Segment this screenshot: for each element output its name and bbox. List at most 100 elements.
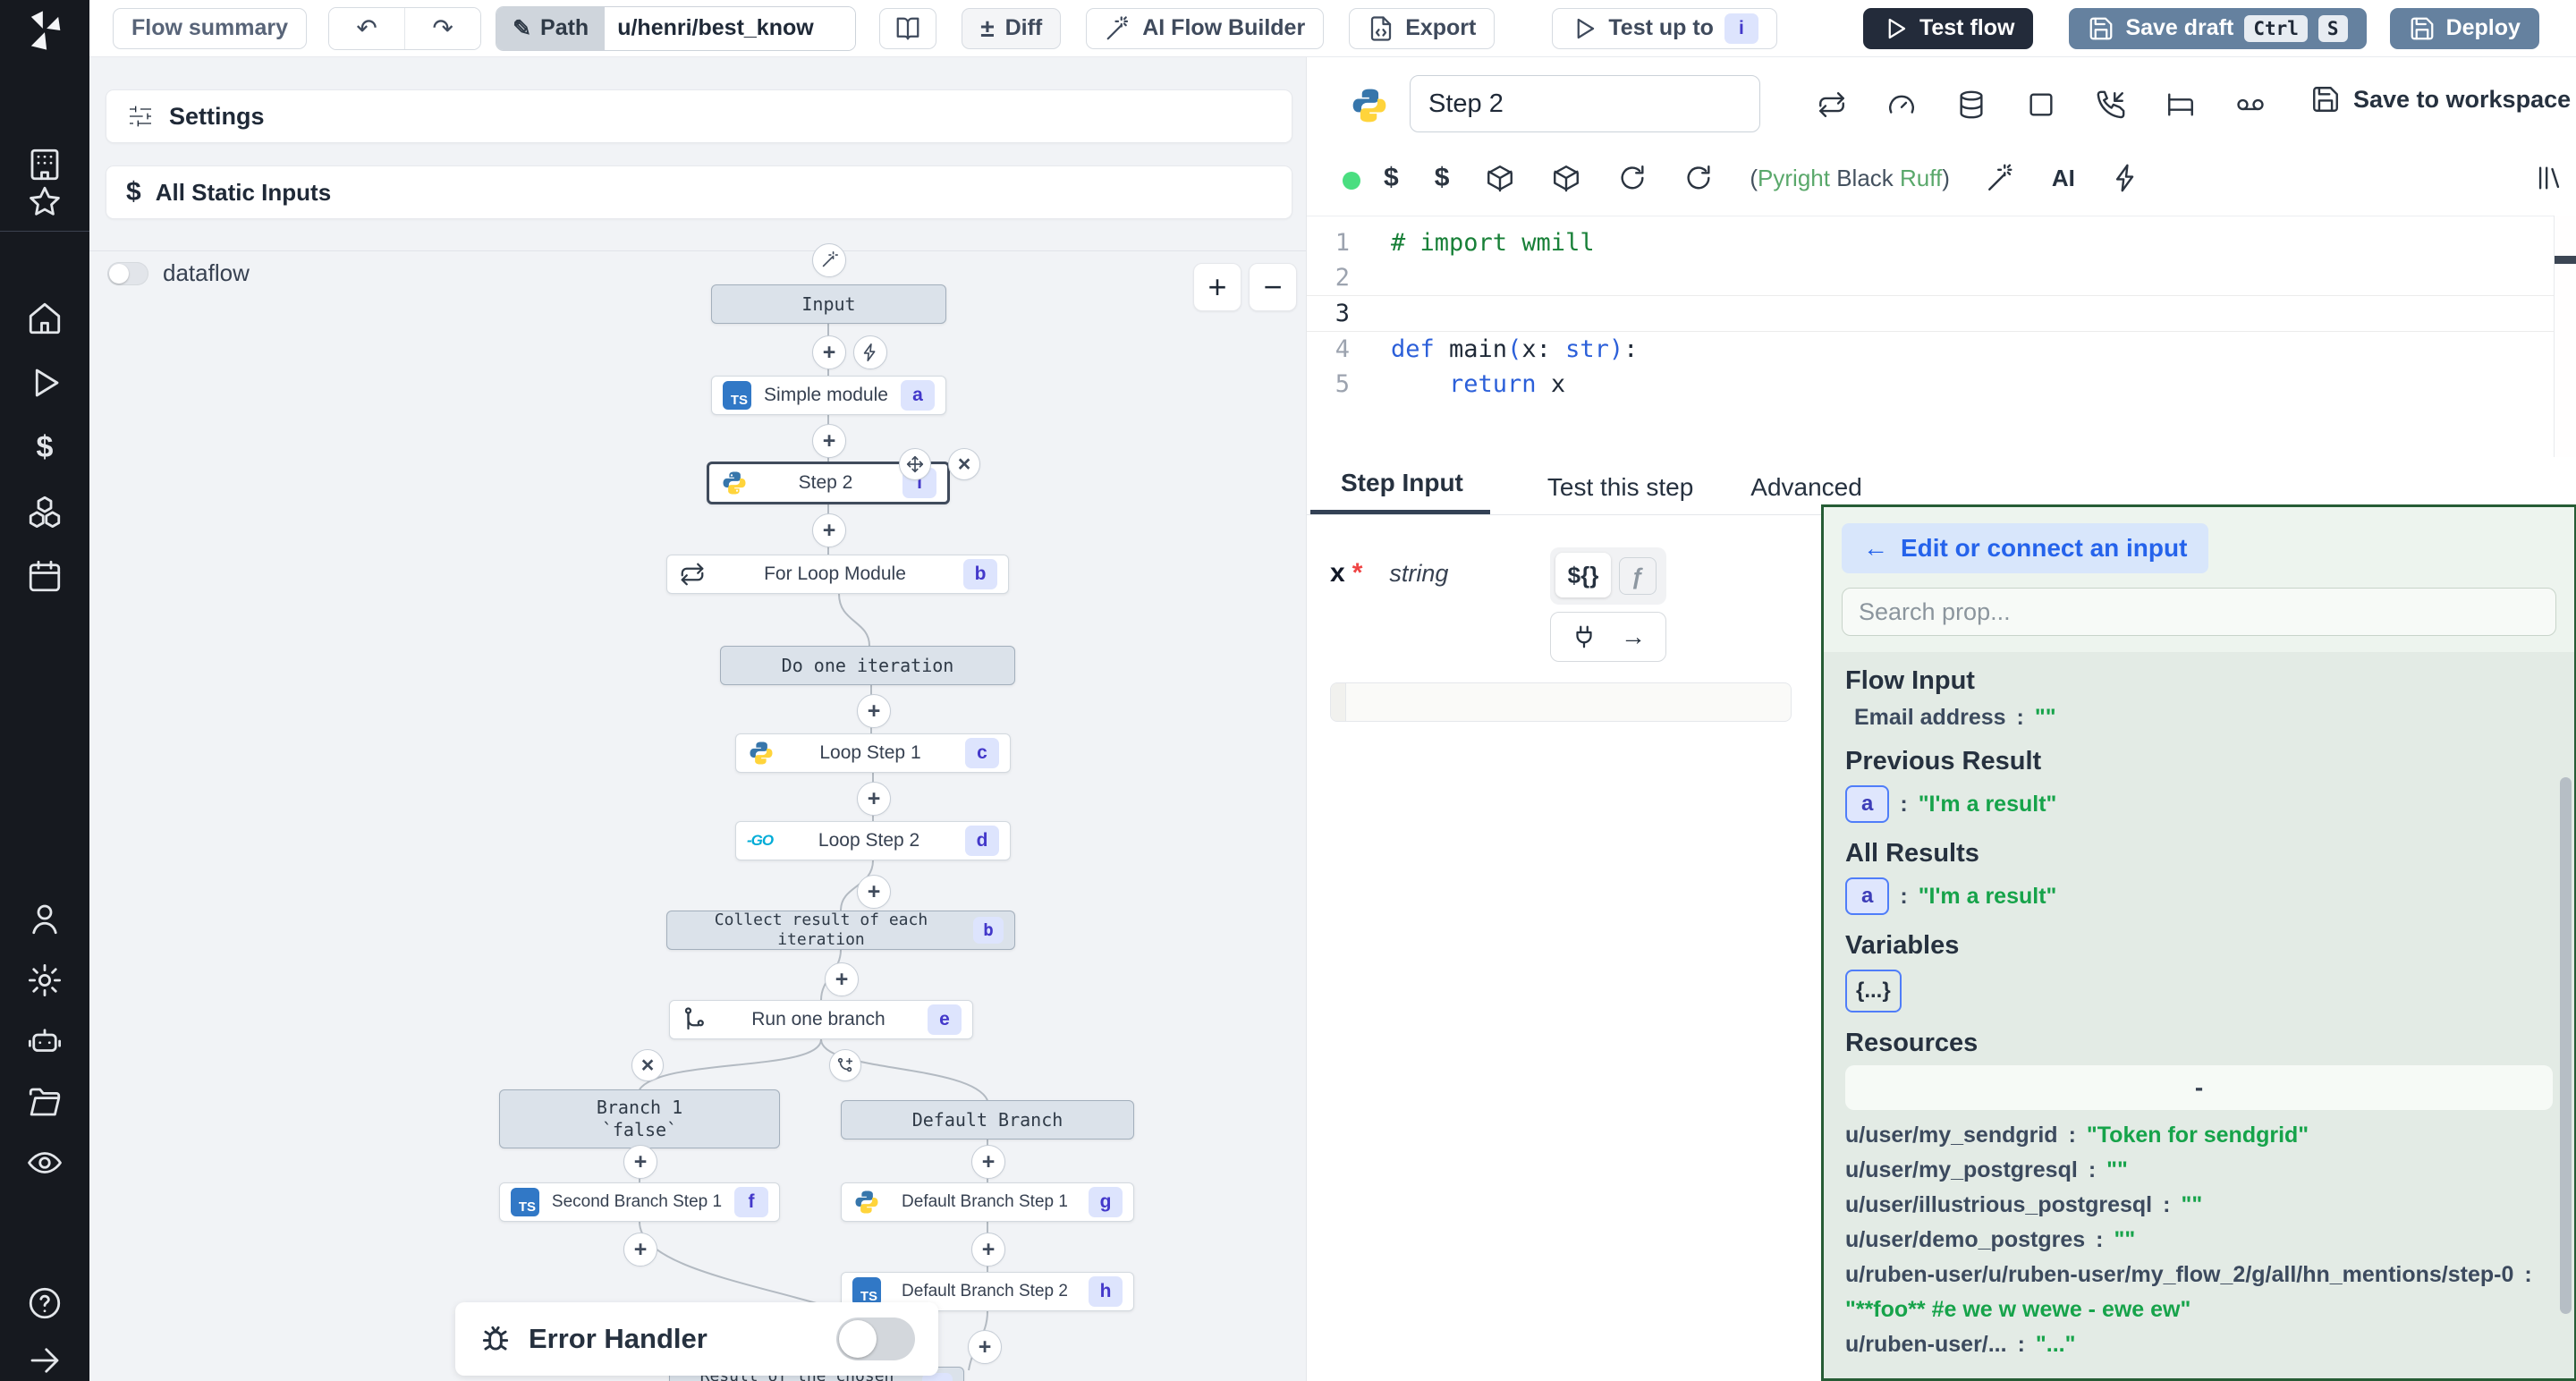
- result-chip[interactable]: a: [1845, 785, 1890, 823]
- add-step-button[interactable]: +: [857, 875, 891, 909]
- node-step-2[interactable]: Step 2 i: [707, 462, 950, 504]
- deploy-button[interactable]: Deploy: [2389, 7, 2539, 49]
- sidebar-item-expand[interactable]: [0, 1342, 89, 1379]
- wand-icon[interactable]: [1986, 163, 2016, 193]
- redo-button[interactable]: ↷: [404, 7, 481, 49]
- node-input[interactable]: Input: [711, 284, 946, 324]
- add-step-button[interactable]: +: [968, 1330, 1002, 1364]
- resource-row[interactable]: u/user/illustrious_postgresql:"": [1845, 1192, 2203, 1217]
- error-handler-toggle[interactable]: [836, 1317, 915, 1360]
- node-default-branch-step-1[interactable]: Default Branch Step 1 g: [841, 1182, 1134, 1222]
- add-step-button[interactable]: +: [971, 1145, 1005, 1179]
- dollar-icon[interactable]: $: [1434, 163, 1450, 192]
- tab-advanced[interactable]: Advanced: [1750, 473, 1862, 501]
- resource-row[interactable]: u/user/demo_postgres:"": [1845, 1227, 2136, 1252]
- flow-summary-button[interactable]: Flow summary: [113, 7, 308, 49]
- retry-icon[interactable]: [1817, 89, 1847, 120]
- sidebar-item-users[interactable]: [0, 900, 89, 937]
- suspend-phone-icon[interactable]: [2096, 89, 2126, 120]
- step-title-input[interactable]: [1410, 75, 1760, 132]
- tab-step-input[interactable]: Step Input: [1310, 469, 1490, 514]
- lightning-icon[interactable]: [2111, 163, 2141, 193]
- tab-test-this-step[interactable]: Test this step: [1546, 473, 1694, 501]
- path-input[interactable]: [605, 6, 856, 50]
- diff-button[interactable]: ± Diff: [962, 7, 1062, 49]
- remove-branch-button[interactable]: ×: [631, 1049, 664, 1081]
- sidebar-item-home[interactable]: [0, 300, 89, 337]
- voicemail-icon[interactable]: [2235, 89, 2266, 120]
- prop-row[interactable]: {...}: [1845, 970, 2553, 1012]
- add-step-button[interactable]: +: [623, 1233, 657, 1267]
- resources-filter[interactable]: -: [1845, 1065, 2553, 1110]
- connect-input-group[interactable]: →: [1550, 612, 1666, 662]
- ai-label[interactable]: AI: [2051, 164, 2075, 191]
- sidebar-item-resources[interactable]: [0, 493, 89, 530]
- sidebar-item-audit[interactable]: [0, 1144, 89, 1182]
- add-step-button[interactable]: +: [825, 962, 859, 996]
- sidebar-item-workspace[interactable]: [0, 146, 89, 183]
- gauge-icon[interactable]: [1886, 89, 1917, 120]
- delete-step-button[interactable]: ×: [948, 448, 980, 480]
- sleep-icon[interactable]: [2165, 89, 2196, 120]
- code-minimap[interactable]: [2554, 216, 2576, 457]
- edit-or-connect-button[interactable]: ← Edit or connect an input: [1842, 523, 2209, 573]
- mock-square-icon[interactable]: [2026, 89, 2056, 120]
- sidebar-item-folders[interactable]: [0, 1083, 89, 1121]
- windmill-logo-icon[interactable]: [21, 7, 68, 54]
- node-run-one-branch[interactable]: Run one branch e: [669, 1000, 973, 1039]
- docs-button[interactable]: [879, 7, 937, 49]
- zoom-in-button[interactable]: +: [1193, 263, 1241, 311]
- sidebar-item-schedules[interactable]: [0, 557, 89, 595]
- move-step-button[interactable]: [899, 448, 931, 480]
- prop-row[interactable]: a:"I'm a result": [1845, 785, 2553, 823]
- sidebar-item-favorites[interactable]: [0, 183, 89, 221]
- scrollbar-thumb[interactable]: [2560, 777, 2572, 1314]
- ai-flow-builder-button[interactable]: AI Flow Builder: [1086, 7, 1325, 49]
- zoom-out-button[interactable]: −: [1249, 263, 1297, 311]
- add-step-button[interactable]: +: [857, 782, 891, 816]
- add-step-button[interactable]: +: [971, 1233, 1005, 1267]
- node-default-branch[interactable]: Default Branch: [841, 1100, 1134, 1140]
- variables-chip[interactable]: {...}: [1845, 970, 1902, 1012]
- prop-row[interactable]: a:"I'm a result": [1845, 877, 2553, 915]
- resource-row[interactable]: u/user/my_postgresql:"": [1845, 1157, 2128, 1182]
- dollar-icon[interactable]: $: [1384, 163, 1399, 192]
- arg-value-input[interactable]: [1330, 682, 1792, 722]
- result-chip[interactable]: a: [1845, 877, 1890, 915]
- add-trigger-button[interactable]: [853, 335, 887, 369]
- resource-row[interactable]: u/ruben-user/u/ruben-user/my_flow_2/g/al…: [1845, 1262, 2532, 1287]
- sidebar-item-runs[interactable]: [0, 364, 89, 402]
- node-do-one-iteration[interactable]: Do one iteration: [720, 646, 1015, 685]
- add-step-button[interactable]: +: [812, 424, 846, 458]
- export-button[interactable]: Export: [1349, 7, 1496, 49]
- sidebar-item-settings[interactable]: [0, 962, 89, 999]
- sidebar-item-variables[interactable]: $: [0, 428, 89, 466]
- node-second-branch-step-1[interactable]: TS Second Branch Step 1 f: [499, 1182, 780, 1222]
- node-loop-step-2[interactable]: -GO Loop Step 2 d: [735, 821, 1011, 860]
- drag-grip[interactable]: [1331, 683, 1346, 721]
- library-icon[interactable]: [2534, 163, 2564, 193]
- dataflow-toggle[interactable]: [107, 261, 148, 285]
- edit-path-button[interactable]: ✎ Path: [496, 6, 606, 50]
- prop-row[interactable]: Email address:"": [1854, 705, 2056, 730]
- test-up-to-button[interactable]: Test up to i: [1552, 7, 1777, 49]
- resource-row[interactable]: "**foo** #e we w wewe - ewe ew": [1845, 1297, 2191, 1322]
- settings-card[interactable]: Settings: [106, 89, 1292, 143]
- add-step-button[interactable]: +: [812, 513, 846, 547]
- cache-database-icon[interactable]: [1956, 89, 1987, 120]
- node-loop-step-1[interactable]: Loop Step 1 c: [735, 733, 1011, 773]
- sidebar-item-workers[interactable]: [0, 1022, 89, 1060]
- refresh-icon[interactable]: [1683, 163, 1714, 193]
- node-for-loop-module[interactable]: For Loop Module b: [666, 555, 1009, 594]
- expr-mode-button[interactable]: ${}: [1555, 553, 1611, 597]
- add-branch-button[interactable]: [829, 1049, 861, 1081]
- ai-suggest-button[interactable]: [812, 243, 846, 277]
- test-flow-button[interactable]: Test flow: [1862, 7, 2034, 49]
- add-step-button[interactable]: +: [857, 694, 891, 728]
- node-branch-1[interactable]: Branch 1 `false`: [499, 1089, 780, 1148]
- resource-row[interactable]: u/user/my_sendgrid:"Token for sendgrid": [1845, 1123, 2309, 1148]
- add-step-button[interactable]: +: [623, 1145, 657, 1179]
- save-to-workspace-button[interactable]: Save to workspace: [2310, 84, 2571, 114]
- static-mode-button[interactable]: ƒ: [1619, 557, 1657, 595]
